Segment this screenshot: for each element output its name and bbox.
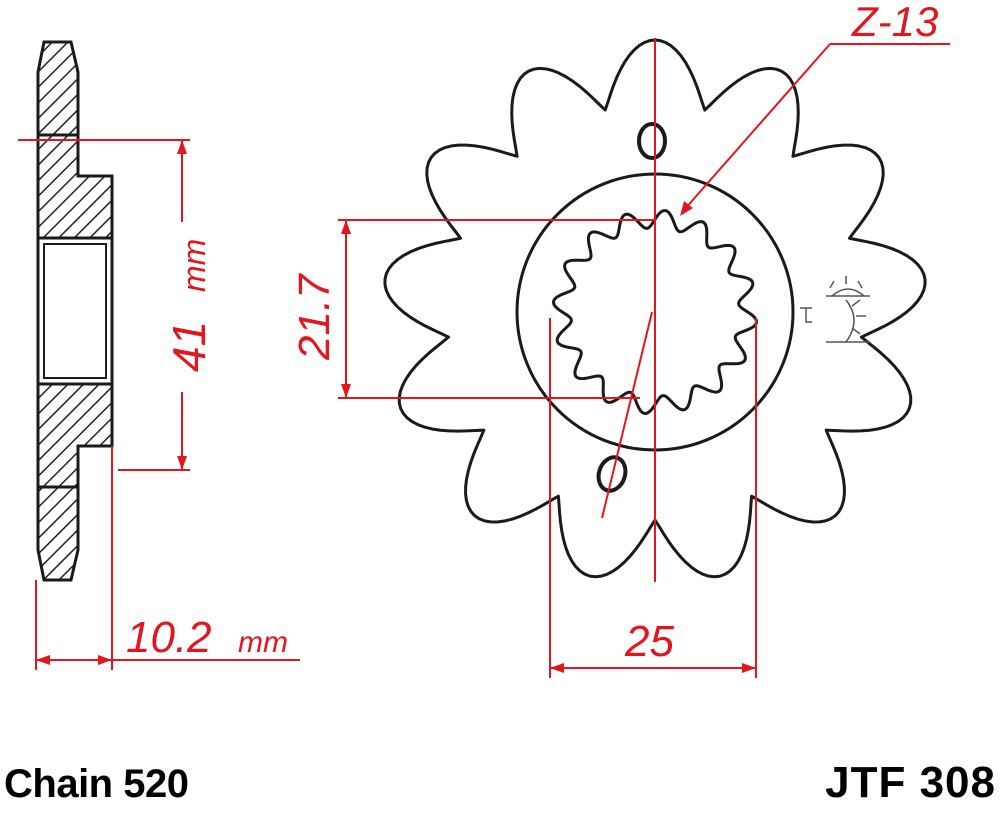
- side-lower-tooth: [36, 485, 80, 582]
- width-unit: mm: [238, 626, 288, 659]
- bolt-hole-top: [637, 122, 667, 160]
- bolt-dimension: [549, 311, 757, 678]
- spline-value: 21.7: [290, 273, 339, 361]
- side-view: [36, 40, 114, 582]
- spline-dimension: [338, 219, 655, 399]
- teeth-leader: [680, 43, 950, 216]
- chain-label: Chain 520: [4, 762, 189, 806]
- teeth-value: Z-13: [851, 0, 938, 45]
- logo-mark: [800, 276, 870, 343]
- side-lower-hub: [36, 382, 114, 489]
- height-dimension: [18, 139, 190, 471]
- height-unit: mm: [176, 239, 212, 292]
- width-value: 10.2: [126, 613, 212, 662]
- part-number: JTF 308: [825, 758, 996, 807]
- width-dimension: [35, 446, 300, 670]
- side-bore-inner: [43, 243, 107, 379]
- height-value: 41: [163, 321, 215, 372]
- bolt-value: 25: [624, 617, 674, 666]
- side-bore: [36, 236, 114, 386]
- side-upper-hub: [36, 133, 114, 240]
- side-upper-tooth: [36, 40, 80, 137]
